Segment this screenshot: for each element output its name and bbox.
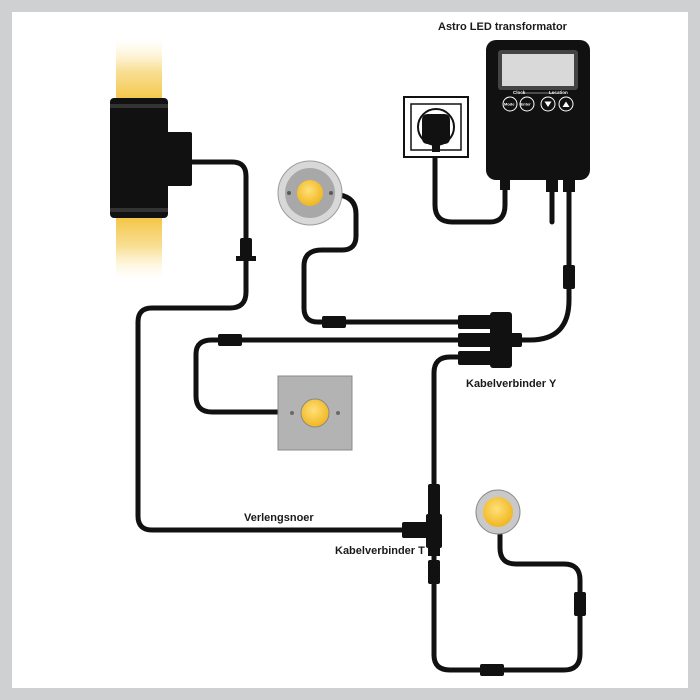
- power-cable: [432, 147, 508, 225]
- t-connector: [402, 506, 442, 556]
- wall-light-body: [110, 98, 168, 218]
- enter-button-label: Enter: [521, 102, 532, 107]
- label-t-connector: Kabelverbinder T: [335, 545, 425, 557]
- spot-top-led: [297, 180, 323, 206]
- enter-button[interactable]: [519, 96, 535, 112]
- spot-top-cable: [301, 192, 469, 325]
- y-connector-port: [458, 315, 492, 329]
- inline-connector: [480, 664, 504, 676]
- wall-light-mount: [166, 132, 192, 186]
- inline-connector: [236, 256, 256, 261]
- inline-connector: [322, 316, 346, 328]
- y-connector: [458, 312, 522, 368]
- spot-bottom-led: [483, 497, 513, 527]
- power-plug: [422, 114, 450, 152]
- wall-light-glow-down: [116, 214, 162, 280]
- y-connector-port: [458, 333, 492, 347]
- inline-connector: [574, 592, 586, 616]
- spot-top: [277, 160, 343, 226]
- y-to-t-cable: [431, 354, 469, 633]
- t-connector-body: [426, 514, 442, 548]
- transformer: Clock Location Mode Enter: [486, 40, 590, 192]
- spot-square-cable: [193, 337, 469, 415]
- wall-light-glow-up: [116, 38, 162, 104]
- wall-light-cable: [135, 159, 419, 533]
- inline-connector: [428, 560, 440, 584]
- inline-connector: [218, 334, 242, 346]
- inline-connectors: [218, 238, 586, 676]
- transformer-gland: [563, 178, 575, 192]
- t-connector-port: [428, 544, 440, 556]
- transformer-clock-label: Clock: [513, 90, 526, 95]
- cables: [135, 147, 583, 673]
- mode-button[interactable]: [502, 96, 518, 112]
- mode-button-label: Mode: [504, 102, 515, 107]
- transformer-screen: [502, 54, 574, 86]
- spot-square-screw: [336, 411, 340, 415]
- spot-top-screw: [287, 191, 291, 195]
- arrow-down-icon: [544, 101, 552, 107]
- spot-bottom: [475, 489, 521, 535]
- inline-connector: [428, 484, 440, 508]
- label-transformer: Astro LED transformator: [438, 21, 568, 33]
- spot-square-led: [300, 398, 330, 428]
- y-connector-port: [458, 351, 492, 365]
- wall-socket: [403, 96, 469, 158]
- bottom-loop-cable: [431, 527, 583, 673]
- label-extension: Verlengsnoer: [244, 512, 314, 524]
- wall-light: [110, 38, 192, 280]
- y-connector-port: [510, 333, 522, 347]
- transformer-gland: [546, 178, 558, 192]
- wall-light-band: [110, 104, 168, 108]
- arrow-up-icon: [562, 101, 570, 107]
- transformer-gland: [500, 178, 510, 190]
- transformer-to-y-cable: [509, 187, 572, 343]
- spot-square: [277, 375, 353, 451]
- transformer-location-label: Location: [549, 90, 568, 95]
- wall-light-band: [110, 208, 168, 212]
- inline-connector: [240, 238, 252, 260]
- spot-square-screw: [290, 411, 294, 415]
- spot-top-screw: [329, 191, 333, 195]
- t-connector-port: [428, 506, 440, 518]
- y-connector-body: [490, 312, 512, 368]
- label-y-connector: Kabelverbinder Y: [466, 378, 557, 390]
- t-connector-port: [402, 522, 428, 538]
- inline-connector: [563, 265, 575, 289]
